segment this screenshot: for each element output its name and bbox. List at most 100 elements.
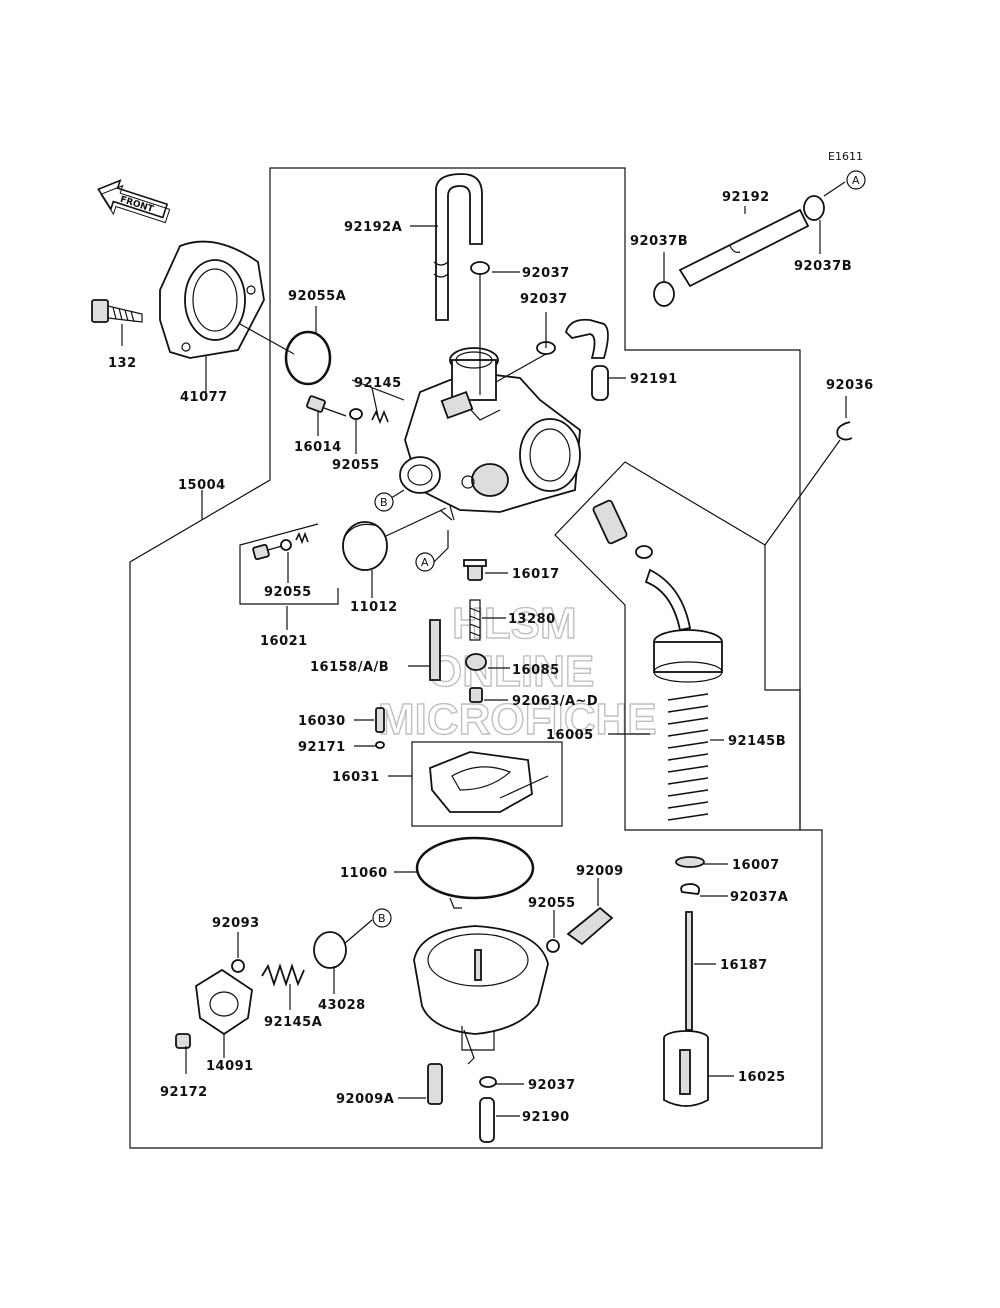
part-label-92037a[interactable]: 92037A [730, 890, 788, 905]
part-label-14091[interactable]: 14091 [206, 1059, 254, 1074]
jet-13280 [469, 599, 481, 641]
part-label-16031[interactable]: 16031 [332, 770, 380, 785]
screw-16014 [306, 395, 347, 417]
watermark: HLSM ONLINE MICROFICHE [377, 598, 657, 744]
part-label-92172[interactable]: 92172 [160, 1085, 208, 1100]
part-label-92192a[interactable]: 92192A [344, 220, 402, 235]
part-label-16017[interactable]: 16017 [512, 567, 560, 582]
svg-text:B: B [378, 912, 386, 925]
part-label-92055-bottom[interactable]: 92055 [528, 896, 576, 911]
cable-adjuster [592, 499, 628, 545]
part-label-92036[interactable]: 92036 [826, 378, 874, 393]
part-label-16030[interactable]: 16030 [298, 714, 346, 729]
jet-16017 [463, 559, 487, 581]
part-label-92009a[interactable]: 92009A [336, 1092, 394, 1107]
part-label-92093[interactable]: 92093 [212, 916, 260, 931]
cap-11012 [342, 521, 388, 571]
part-label-16025[interactable]: 16025 [738, 1070, 786, 1085]
hose-92192 [678, 208, 810, 288]
pilot-screw-16021 [252, 531, 309, 561]
part-label-92192[interactable]: 92192 [722, 190, 770, 205]
ref-a-top[interactable]: A [846, 170, 866, 190]
svg-text:A: A [852, 174, 860, 187]
part-label-132[interactable]: 132 [108, 356, 137, 371]
clamp-92037b-right [803, 195, 825, 221]
part-label-11060[interactable]: 11060 [340, 866, 388, 881]
float-subassembly-box [411, 741, 563, 827]
part-label-92191[interactable]: 92191 [630, 372, 678, 387]
clamp-92037-top [470, 261, 490, 275]
float-chamber [413, 925, 549, 1051]
part-label-92055a[interactable]: 92055A [288, 289, 346, 304]
part-label-92190[interactable]: 92190 [522, 1110, 570, 1125]
part-label-11012[interactable]: 11012 [350, 600, 398, 615]
svg-text:B: B [380, 496, 388, 509]
plunger-subassembly-box [554, 461, 801, 831]
part-label-16085[interactable]: 16085 [512, 663, 560, 678]
diagram-code: E1611 [828, 150, 863, 163]
float-16031 [429, 751, 549, 813]
o-ring-92055-bottom [546, 939, 560, 953]
part-label-15004[interactable]: 15004 [178, 478, 226, 493]
part-label-92171[interactable]: 92171 [298, 740, 346, 755]
piston-16025 [663, 1030, 709, 1107]
ref-b-bottom[interactable]: B [372, 908, 392, 928]
cap-16005 [644, 568, 723, 683]
part-label-16005[interactable]: 16005 [546, 728, 594, 743]
gasket-11060 [415, 836, 535, 900]
part-label-92055-top[interactable]: 92055 [332, 458, 380, 473]
vent-hose-92192a [433, 173, 483, 321]
ref-a-mid[interactable]: A [415, 552, 435, 572]
part-label-92037b-right[interactable]: 92037B [794, 259, 852, 274]
part-label-92055-box[interactable]: 92055 [264, 585, 312, 600]
o-ring-92055-top [349, 408, 363, 420]
ref-b-top[interactable]: B [374, 492, 394, 512]
needle-valve-92009 [566, 906, 614, 946]
clip-92036 [836, 421, 853, 441]
main-jet-92063 [469, 687, 483, 703]
bolt-132 [91, 299, 143, 323]
part-label-16007[interactable]: 16007 [732, 858, 780, 873]
part-label-92145a[interactable]: 92145A [264, 1015, 322, 1030]
part-label-16014[interactable]: 16014 [294, 440, 342, 455]
pilot-screw-box [239, 523, 339, 605]
part-label-43028[interactable]: 43028 [318, 998, 366, 1013]
hose-92190 [479, 1097, 495, 1143]
washer-16085 [465, 653, 487, 671]
clamp-92037-bottom [479, 1076, 497, 1088]
pin-16030 [375, 707, 385, 733]
spring-92145b [667, 693, 709, 821]
screw-92172 [175, 1033, 191, 1049]
part-label-16158[interactable]: 16158/A/B [310, 660, 389, 675]
leader-lines [121, 181, 847, 1117]
part-label-41077[interactable]: 41077 [180, 390, 228, 405]
part-label-92145b[interactable]: 92145B [728, 734, 786, 749]
plunger-nut [635, 545, 653, 559]
part-label-92037b-left[interactable]: 92037B [630, 234, 688, 249]
part-label-92037-mid[interactable]: 92037 [520, 292, 568, 307]
assembly-outline [129, 167, 823, 1149]
jet-needle-16158 [429, 619, 441, 681]
part-label-92037-top[interactable]: 92037 [522, 266, 570, 281]
part-label-13280[interactable]: 13280 [508, 612, 556, 627]
watermark-line3: MICROFICHE [378, 695, 657, 744]
seat-16007 [675, 856, 705, 868]
hose-92191 [564, 318, 609, 401]
cover-14091 [195, 968, 253, 1036]
part-labels: 92192A 92037 92037 92191 92192 92037B 92… [108, 190, 874, 1125]
svg-text:A: A [421, 556, 429, 569]
part-label-92037-bottom[interactable]: 92037 [528, 1078, 576, 1093]
washer-92093 [231, 959, 245, 973]
part-label-92145[interactable]: 92145 [354, 376, 402, 391]
part-label-16187[interactable]: 16187 [720, 958, 768, 973]
o-ring-92171 [375, 741, 385, 749]
spring-92145 [371, 409, 389, 425]
part-label-16021[interactable]: 16021 [260, 634, 308, 649]
spring-92145a [261, 963, 305, 987]
needle-16187 [685, 911, 693, 1031]
drain-screw-92009a [427, 1063, 443, 1105]
carburetor-body [399, 347, 581, 521]
part-label-92063[interactable]: 92063/A~D [512, 694, 598, 709]
part-label-92009[interactable]: 92009 [576, 864, 624, 879]
